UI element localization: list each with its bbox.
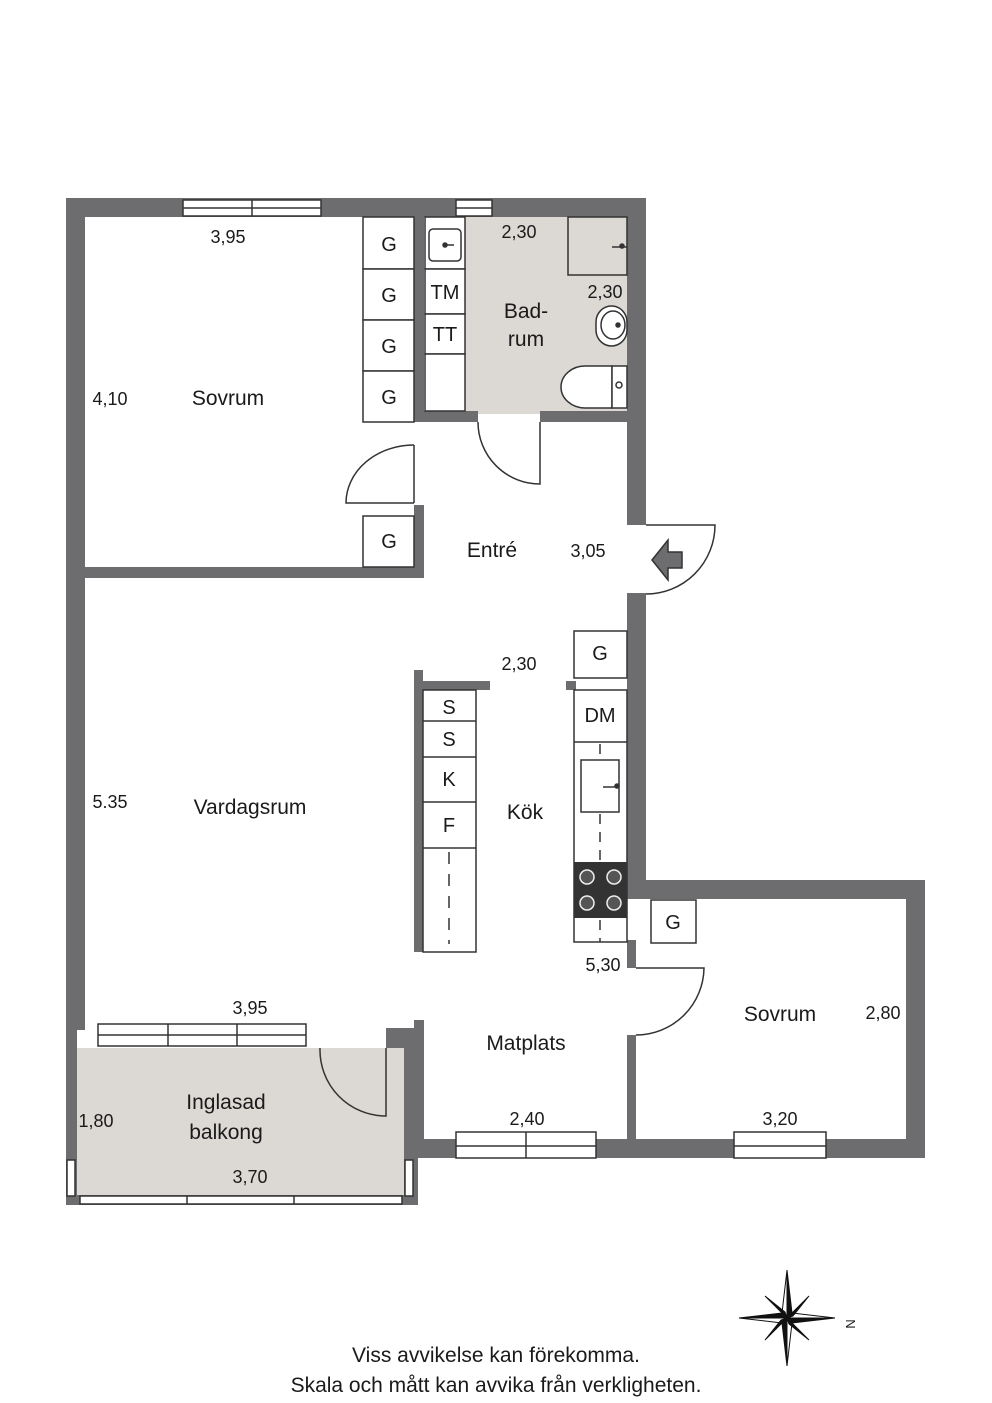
freezer-label: F (443, 815, 455, 837)
room-label-living: Vardagsrum (194, 796, 307, 819)
wardrobe-label: G (381, 387, 397, 409)
dimension-label: 2,40 (509, 1109, 544, 1129)
room-label-bathroom-1: Bad- (504, 300, 548, 323)
balcony-floor (77, 1048, 404, 1196)
wardrobe-label: G (381, 285, 397, 307)
dimension-label: 2,30 (501, 222, 536, 242)
dimension-label: 2,80 (865, 1003, 900, 1023)
dryer-label: TT (433, 324, 457, 346)
wardrobe-label: G (381, 531, 397, 553)
dimension-label: 5,30 (585, 955, 620, 975)
wardrobe-label: G (381, 336, 397, 358)
dimension-label: 3,05 (570, 541, 605, 561)
dimension-label: 3,70 (232, 1167, 267, 1187)
dimension-label: 5.35 (92, 792, 127, 812)
dimension-label: 2,30 (501, 654, 536, 674)
compass-north-label: N (843, 1319, 858, 1328)
room-label-balcony-1: Inglasad (186, 1091, 265, 1114)
entrance-arrow-icon (651, 537, 683, 583)
fridge-label: K (442, 769, 456, 791)
windows (66, 199, 827, 1205)
dimension-label: 3,95 (232, 998, 267, 1018)
room-label-bedroom-1: Sovrum (192, 387, 264, 410)
shower (567, 216, 628, 276)
wardrobe-label: G (381, 234, 397, 256)
disclaimer-line-1: Viss avvikelse kan förekomma. (352, 1344, 640, 1367)
dimension-label: 3,95 (210, 227, 245, 247)
stove-icon (574, 862, 627, 918)
wardrobe-label: G (665, 912, 681, 934)
compass-icon (738, 1269, 836, 1367)
room-label-kitchen: Kök (507, 801, 544, 824)
laundry-column (424, 216, 466, 412)
room-label-balcony-2: balkong (189, 1121, 263, 1144)
storage-label: S (442, 729, 455, 751)
disclaimer-line-2: Skala och mått kan avvika från verklighe… (290, 1374, 702, 1397)
bathroom-fixtures (560, 216, 628, 409)
toilet (560, 365, 613, 409)
dimension-label: 4,10 (92, 389, 127, 409)
dimension-label: 1,80 (78, 1111, 113, 1131)
dishwasher-label: DM (584, 705, 615, 727)
sink (580, 759, 620, 813)
wardrobe-label: G (592, 643, 608, 665)
room-label-bathroom-2: rum (508, 328, 544, 351)
washer-label: TM (431, 282, 460, 304)
room-label-bedroom-2: Sovrum (744, 1003, 816, 1026)
wardrobes-bedroom-1 (362, 216, 697, 944)
dimension-label: 3,20 (762, 1109, 797, 1129)
room-label-dining: Matplats (486, 1032, 565, 1055)
storage-label: S (442, 697, 455, 719)
dimension-label: 2,30 (587, 282, 622, 302)
doors (319, 421, 716, 1117)
room-label-entrance: Entré (467, 539, 517, 562)
